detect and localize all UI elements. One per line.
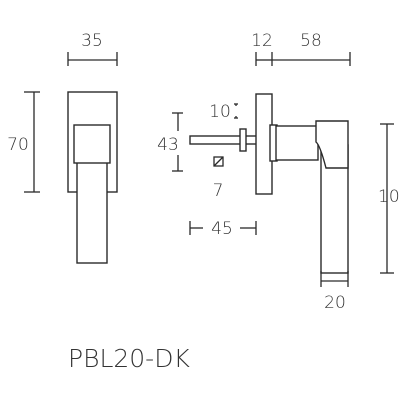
dimension-side-top: 12 58 (251, 31, 351, 66)
front-handle-shaft (76, 149, 108, 264)
dimension-handle-depth-label: 58 (300, 31, 322, 51)
dimension-front-height: 70 (7, 91, 40, 193)
dimension-spindle-length-label: 43 (157, 135, 179, 155)
dimension-spindle-length: 43 (157, 112, 183, 172)
side-spindle (189, 135, 261, 145)
side-collar (275, 125, 319, 161)
dimension-spindle-square-label: 7 (213, 181, 224, 201)
model-code: PBL20-DK (68, 344, 190, 373)
dimension-mount-length-label: 45 (211, 219, 233, 239)
dimension-handle-length-label: 100 (378, 187, 400, 207)
dimension-plate-thickness-label: 12 (251, 31, 273, 51)
side-set-screw (239, 128, 247, 152)
dimension-handle-length: 100 (378, 123, 400, 274)
front-square-hub (73, 124, 111, 164)
side-handle-head (315, 120, 349, 169)
dimension-grip-width-label: 20 (324, 293, 346, 313)
dimension-spindle-offset: 10 (209, 102, 238, 122)
spindle-square-icon (213, 156, 224, 167)
dimension-spindle-offset-label: 10 (209, 102, 231, 122)
front-view (67, 91, 118, 264)
dimension-front-height-label: 70 (7, 135, 29, 155)
dimension-mount-length: 45 (189, 219, 257, 239)
dimension-grip-width: 20 (320, 271, 349, 313)
dimension-front-width: 35 (67, 31, 118, 66)
dimension-front-width-label: 35 (81, 31, 103, 51)
side-view (189, 93, 349, 274)
